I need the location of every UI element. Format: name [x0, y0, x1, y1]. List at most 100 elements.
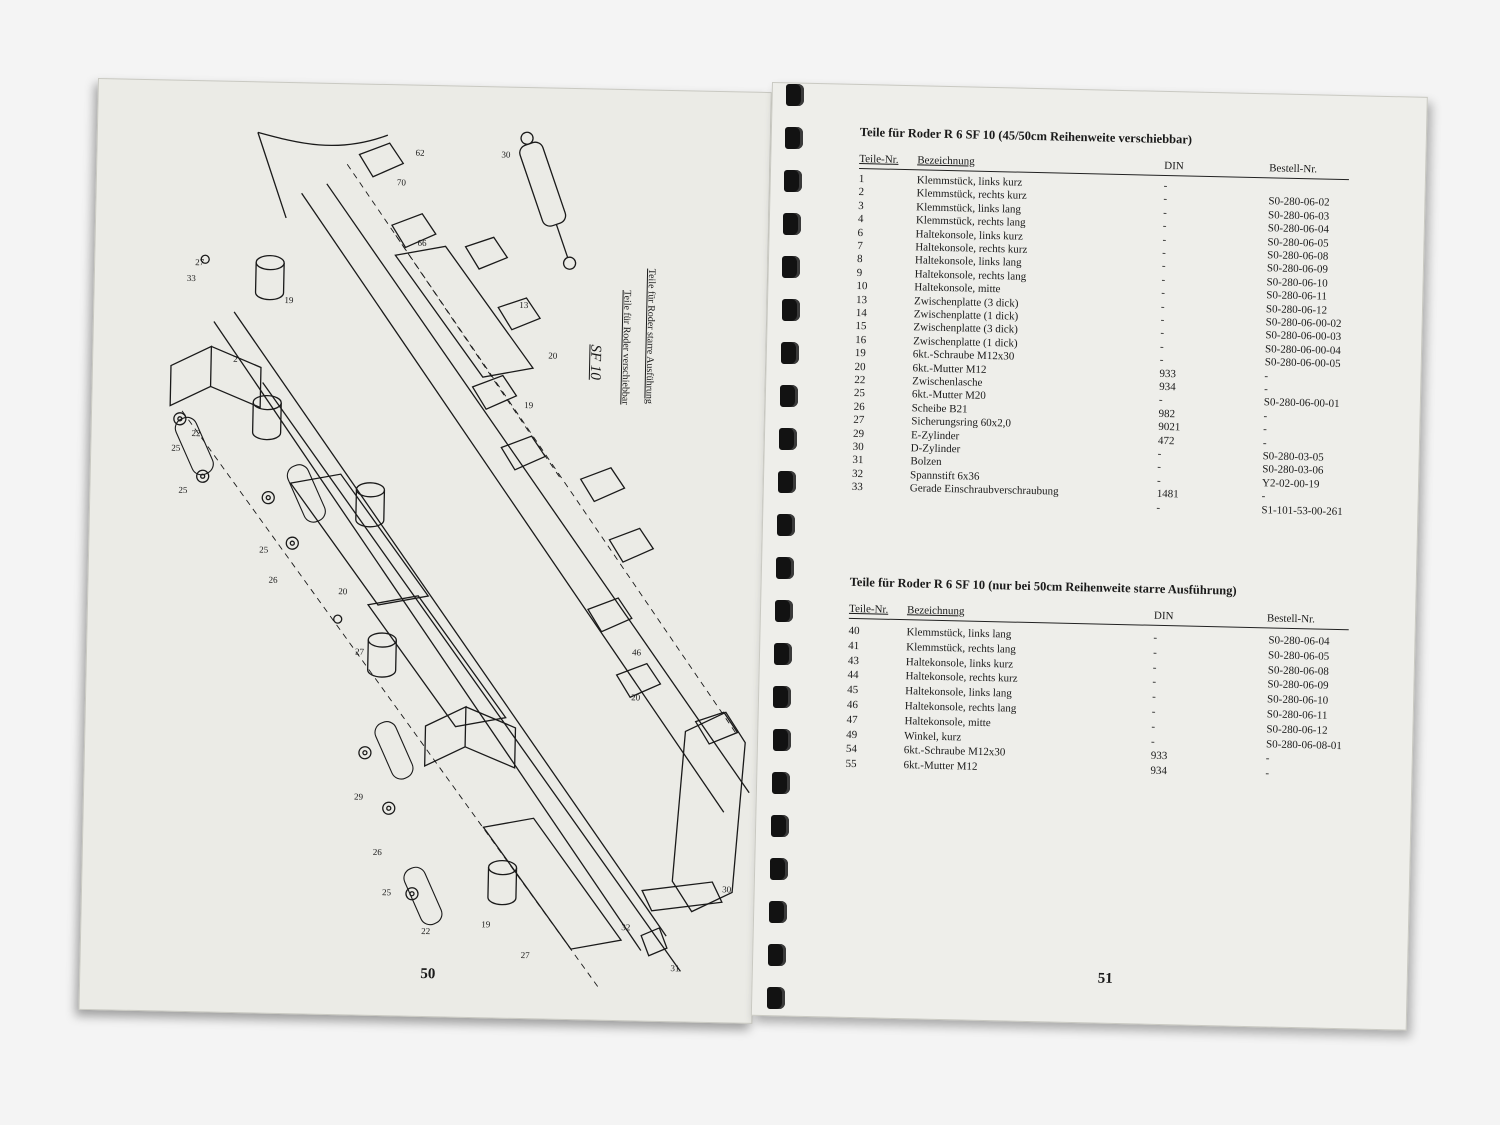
part-description: Haltekonsole, mitte	[904, 714, 991, 729]
part-number: 40	[848, 624, 860, 638]
parts-section-1: Teile für Roder R 6 SF 10 (45/50cm Reihe…	[852, 125, 1500, 518]
svg-text:26: 26	[373, 847, 383, 857]
binding-coil	[781, 299, 800, 321]
order-number: S0-280-06-10	[1266, 693, 1329, 707]
din-number: -	[1156, 501, 1161, 514]
order-number: -	[1264, 369, 1269, 382]
part-number: 33	[851, 481, 863, 494]
din-number: -	[1162, 246, 1167, 259]
binding-coil	[773, 686, 792, 708]
order-number: Y2-02-00-19	[1261, 477, 1320, 491]
din-number: -	[1151, 735, 1155, 748]
section-title: Teile für Roder R 6 SF 10 (nur bei 50cm …	[849, 574, 1237, 598]
part-description: Haltekonsole, rechts kurz	[915, 241, 1028, 256]
part-description: Zwischenplatte (3 dick)	[913, 294, 1019, 310]
part-number: 15	[855, 320, 867, 333]
col-head-bez: Bezeichnung	[906, 604, 965, 618]
order-number: S0-280-06-09	[1267, 678, 1329, 693]
binding-coil	[767, 987, 786, 1009]
svg-text:19: 19	[524, 400, 534, 410]
binding-coil	[774, 643, 793, 665]
part-description: Zwischenlasche	[912, 375, 983, 389]
din-number: -	[1160, 300, 1165, 313]
din-number: -	[1157, 447, 1162, 460]
din-number: -	[1152, 676, 1157, 689]
part-description: Zwischenplatte (1 dick)	[913, 308, 1019, 323]
order-number: S0-280-06-11	[1266, 708, 1328, 722]
binding-coil	[778, 428, 797, 450]
order-number: S0-280-06-05	[1267, 235, 1329, 250]
part-number: 3	[858, 199, 864, 212]
part-description: Haltekonsole, links kurz	[905, 655, 1014, 671]
din-number: -	[1159, 354, 1164, 367]
part-number: 41	[848, 639, 860, 652]
din-number: 1481	[1156, 488, 1179, 501]
part-number: 54	[845, 743, 858, 756]
part-number: 45	[847, 684, 859, 697]
binding-coil	[776, 557, 795, 579]
din-number: -	[1162, 220, 1167, 233]
part-description: E-Zylinder	[910, 428, 960, 442]
binding-coil	[785, 127, 804, 149]
svg-text:32: 32	[621, 922, 630, 932]
part-description: Haltekonsole, links lang	[914, 254, 1022, 270]
part-description: Winkel, kurz	[904, 729, 962, 744]
part-description: Klemmstück, links kurz	[916, 174, 1023, 189]
part-number: 7	[857, 239, 863, 253]
part-description: 6kt.-Schraube M12x30	[903, 744, 1006, 759]
svg-text:30: 30	[501, 149, 511, 159]
part-number: 20	[854, 360, 866, 373]
svg-text:20: 20	[631, 692, 641, 702]
binding-coil	[769, 858, 788, 880]
din-number: 933	[1150, 750, 1168, 763]
svg-text:30: 30	[722, 884, 732, 894]
din-number: -	[1161, 287, 1166, 300]
part-description: Klemmstück, rechts lang	[915, 214, 1026, 229]
order-number: S0-280-06-08	[1267, 249, 1329, 263]
order-number: S0-280-06-12	[1266, 723, 1328, 737]
part-description: Haltekonsole, rechts kurz	[905, 670, 1018, 686]
din-number: -	[1151, 720, 1156, 733]
part-description: Zwischenplatte (1 dick)	[913, 335, 1018, 350]
svg-text:27: 27	[521, 950, 531, 960]
part-number: 46	[846, 698, 859, 712]
part-description: Klemmstück, links lang	[916, 201, 1022, 216]
binding-coil	[784, 170, 803, 192]
col-head-nr: Teile-Nr.	[848, 602, 889, 616]
order-number: -	[1263, 410, 1268, 423]
part-description: Spannstift 6x36	[909, 469, 980, 483]
order-number: S0-280-06-11	[1266, 289, 1328, 303]
part-description: D-Zylinder	[910, 442, 961, 456]
order-number: S0-280-06-00-05	[1264, 356, 1341, 371]
din-number: 472	[1157, 434, 1175, 447]
part-number: 55	[845, 758, 857, 771]
din-number: -	[1162, 233, 1167, 246]
binding-coil	[780, 342, 799, 364]
din-number: -	[1160, 313, 1165, 326]
din-number: -	[1152, 661, 1157, 674]
order-number: S0-280-06-00-03	[1265, 329, 1342, 344]
part-number: 14	[855, 306, 867, 320]
order-number: -	[1265, 752, 1270, 765]
part-description: Sicherungsring 60x2,0	[911, 415, 1012, 430]
col-head-din: DIN	[1164, 159, 1184, 173]
svg-text:19: 19	[284, 295, 294, 305]
col-head-best: Bestell-Nr.	[1269, 162, 1318, 176]
order-number: S0-280-06-10	[1266, 276, 1328, 290]
col-head-nr: Teile-Nr.	[859, 153, 899, 166]
order-number: S0-280-06-09	[1266, 262, 1329, 277]
din-number: -	[1163, 193, 1168, 206]
sf10-label: SF 10	[586, 344, 604, 381]
din-number: 934	[1150, 764, 1168, 778]
svg-text:20: 20	[338, 586, 348, 596]
part-number: 19	[854, 347, 867, 360]
order-number: S0-280-06-00-02	[1265, 316, 1342, 330]
col-head-din: DIN	[1153, 609, 1174, 623]
part-number: 8	[856, 253, 863, 266]
binding-coil	[775, 600, 794, 622]
din-number: 9021	[1158, 421, 1181, 434]
binding-coil	[777, 514, 795, 536]
part-description: Haltekonsole, mitte	[914, 281, 1001, 296]
